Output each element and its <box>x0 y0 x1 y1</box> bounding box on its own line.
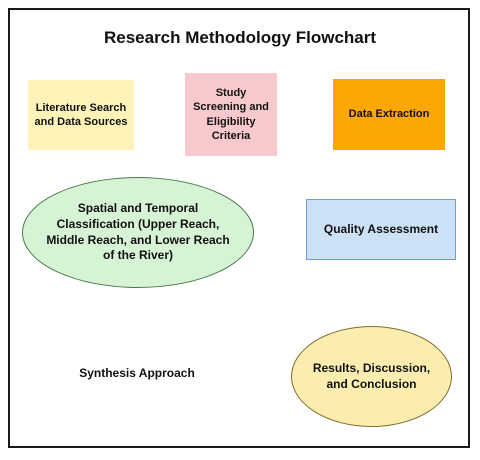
node-study-screening: Study Screening and Eligibility Criteria <box>185 73 277 156</box>
flowchart-title: Research Methodology Flowchart <box>103 28 377 47</box>
node-synthesis-approach: Synthesis Approach <box>79 366 195 381</box>
node-results-discussion-conclusion: Results, Discussion, and Conclusion <box>291 326 452 427</box>
node-literature-search: Literature Search and Data Sources <box>28 80 134 150</box>
node-quality-assessment: Quality Assessment <box>306 199 456 260</box>
node-spatial-temporal-classification: Spatial and Temporal Classification (Upp… <box>22 177 254 288</box>
node-data-extraction: Data Extraction <box>333 79 445 150</box>
